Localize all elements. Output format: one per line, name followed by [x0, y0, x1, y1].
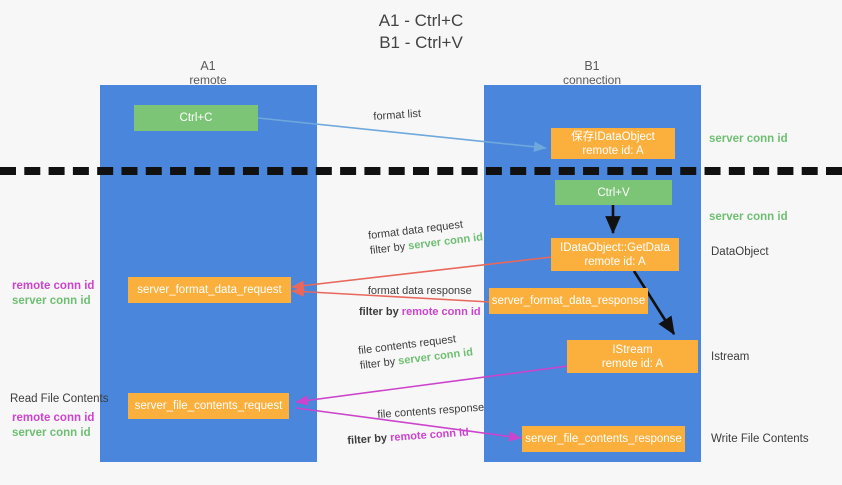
annotation-right-write-file-contents: Write File Contents: [711, 433, 809, 445]
edge-label-format-list: format list: [373, 107, 422, 125]
annotation-left-remote-conn-id-1: remote conn id: [12, 280, 95, 292]
box-server-format-data-response-label: server_format_data_response: [491, 295, 646, 307]
annotation-right-dataobject: DataObject: [711, 246, 769, 258]
column-header-a1: A1 remote: [108, 59, 308, 87]
edge-label-file-contents-response-title: file contents response: [377, 401, 485, 422]
box-ctrl-v[interactable]: Ctrl+V: [555, 180, 672, 205]
box-getdata-line2: remote id: A: [584, 255, 646, 268]
edge-label-file-contents-request: file contents request filter by server c…: [357, 330, 474, 374]
title-line-2: B1 - Ctrl+V: [379, 33, 463, 52]
annotation-left-server-conn-id-1: server conn id: [12, 295, 91, 307]
box-save-idataobject-line2: remote id: A: [582, 144, 644, 157]
fcresp-filter-value: remote conn id: [389, 426, 470, 445]
fdresp-filter-prefix: filter by: [359, 306, 402, 318]
annotation-right-istream: Istream: [711, 351, 750, 363]
edge-label-format-list-text: format list: [373, 107, 422, 124]
box-server-file-contents-request[interactable]: server_file_contents_request: [128, 393, 289, 419]
box-idataobject-getdata[interactable]: IDataObject::GetData remote id: A: [551, 238, 679, 271]
box-save-idataobject-line1: 保存IDataObject: [571, 130, 655, 143]
phase-divider: [0, 167, 842, 175]
edge-label-format-data-response-filter: filter by remote conn id: [359, 305, 481, 320]
column-header-b1: B1 connection: [492, 59, 692, 87]
column-b1-name: B1: [584, 59, 600, 73]
box-server-file-contents-response[interactable]: server_file_contents_response: [522, 426, 685, 452]
annotation-right-server-conn-id-2: server conn id: [709, 211, 788, 223]
fdresp-filter-value: remote conn id: [401, 306, 481, 318]
box-server-file-contents-response-label: server_file_contents_response: [525, 433, 682, 445]
box-server-format-data-request[interactable]: server_format_data_request: [128, 277, 291, 303]
fcr-filter-prefix: filter by: [359, 355, 399, 373]
box-server-format-data-response[interactable]: server_format_data_response: [489, 288, 648, 314]
column-a1-sub: remote: [189, 73, 227, 87]
column-b1-sub: connection: [562, 73, 622, 87]
box-ctrl-v-label: Ctrl+V: [597, 186, 630, 199]
annotation-left-remote-conn-id-2: remote conn id: [12, 412, 95, 424]
box-getdata-line1: IDataObject::GetData: [560, 241, 670, 254]
box-istream[interactable]: IStream remote id: A: [567, 340, 698, 373]
box-server-file-contents-request-label: server_file_contents_request: [134, 400, 283, 412]
box-ctrl-c[interactable]: Ctrl+C: [134, 105, 258, 131]
fdr-filter-prefix: filter by: [369, 240, 409, 258]
column-a1-name: A1: [200, 59, 216, 73]
edge-label-format-data-response: format data response filter by remote co…: [359, 284, 481, 320]
edge-label-format-data-response-title: format data response: [367, 285, 472, 297]
box-server-format-data-request-label: server_format_data_request: [137, 284, 282, 296]
diagram-title: A1 - Ctrl+C B1 - Ctrl+V: [0, 10, 842, 54]
edge-label-format-data-request: format data request filter by server con…: [367, 215, 484, 259]
title-line-1: A1 - Ctrl+C: [378, 11, 464, 30]
annotation-left-read-file-contents: Read File Contents: [10, 393, 109, 405]
box-istream-line1: IStream: [612, 343, 653, 356]
annotation-right-server-conn-id-1: server conn id: [709, 133, 788, 145]
edge-label-file-contents-response: file contents response: [377, 401, 485, 423]
box-save-idataobject[interactable]: 保存IDataObject remote id: A: [551, 128, 675, 159]
edge-label-file-contents-response-filter: filter by remote conn id: [347, 426, 469, 449]
fcresp-filter-prefix: filter by: [347, 432, 391, 448]
box-istream-line2: remote id: A: [601, 357, 664, 370]
box-ctrl-c-label: Ctrl+C: [179, 112, 213, 124]
annotation-left-server-conn-id-2: server conn id: [12, 427, 91, 439]
